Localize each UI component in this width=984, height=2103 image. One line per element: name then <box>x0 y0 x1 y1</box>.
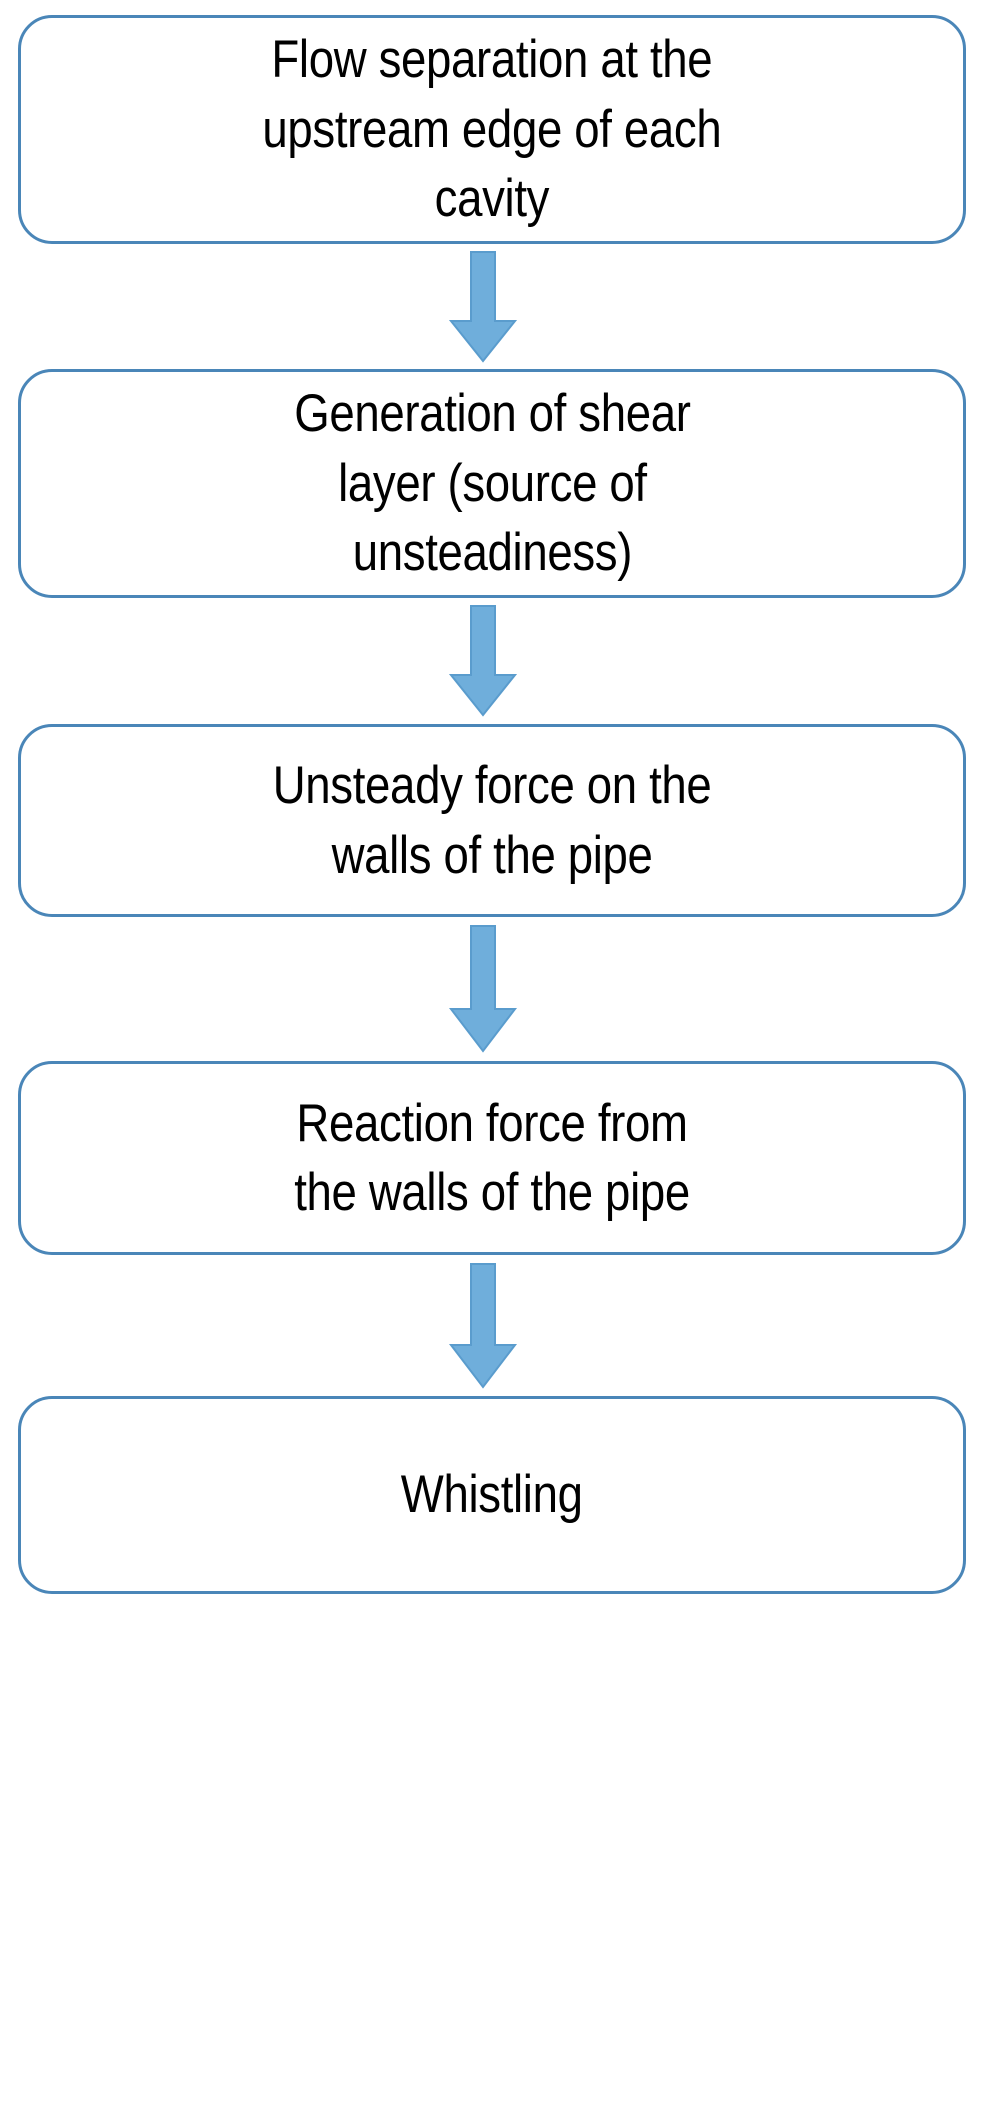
flowchart-node-label: Reaction force from the walls of the pip… <box>294 1093 690 1222</box>
flowchart-node-label: Unsteady force on the walls of the pipe <box>272 756 712 885</box>
flowchart-connector-2 <box>18 598 966 724</box>
flowchart-node-unsteady-force: Unsteady force on the walls of the pipe <box>18 724 966 917</box>
arrow-down-icon <box>448 925 518 1053</box>
flowchart-node-whistling: Whistling <box>18 1396 966 1594</box>
flowchart-node-label: Whistling <box>401 1465 583 1525</box>
arrow-down-icon <box>448 1262 518 1389</box>
flowchart-connector-4 <box>18 1255 966 1396</box>
flowchart-connector-3 <box>18 917 966 1061</box>
arrow-down-icon <box>448 605 518 717</box>
flowchart-node-label: Generation of shear layer (source of uns… <box>293 384 691 583</box>
flowchart-node-label: Flow separation at the upstream edge of … <box>262 30 722 229</box>
flowchart-node-shear-layer: Generation of shear layer (source of uns… <box>18 369 966 598</box>
flowchart-node-reaction-force: Reaction force from the walls of the pip… <box>18 1061 966 1255</box>
flowchart-connector-1 <box>18 244 966 369</box>
arrow-down-icon <box>448 250 518 363</box>
flowchart-node-flow-separation: Flow separation at the upstream edge of … <box>18 15 966 244</box>
